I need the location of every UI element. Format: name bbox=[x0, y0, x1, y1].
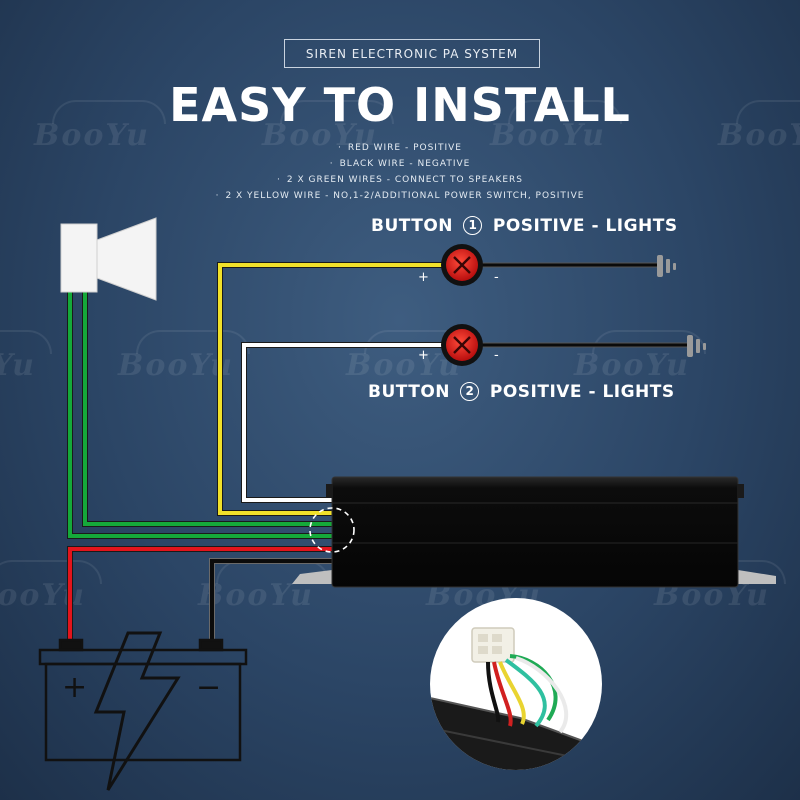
button1-label: BUTTON 1 POSITIVE - LIGHTS bbox=[371, 216, 678, 236]
connector-photo-drawing bbox=[430, 627, 602, 770]
button2-plus-label: + bbox=[418, 348, 429, 363]
ground-icon bbox=[657, 255, 676, 277]
yellow-wire bbox=[217, 262, 442, 516]
legend-item-yellow: 2 X YELLOW WIRE - NO,1-2/ADDITIONAL POWE… bbox=[0, 188, 800, 204]
button-light-icon bbox=[441, 244, 483, 286]
watermark: BooYu bbox=[574, 330, 706, 383]
connector-highlight bbox=[309, 507, 355, 553]
green-wire bbox=[67, 290, 332, 539]
battery-minus-label: − bbox=[196, 670, 222, 705]
wire-legend: RED WIRE - POSITIVE BLACK WIRE - NEGATIV… bbox=[0, 140, 800, 204]
button-light-icon bbox=[441, 324, 483, 366]
button2-label: BUTTON 2 POSITIVE - LIGHTS bbox=[368, 382, 675, 402]
button1-minus-label: - bbox=[494, 270, 499, 285]
lightning-icon bbox=[93, 631, 181, 791]
black-wire bbox=[209, 558, 332, 642]
connector-photo bbox=[430, 598, 602, 770]
button-number-badge: 1 bbox=[463, 216, 483, 235]
siren-control-box bbox=[292, 476, 776, 588]
green-wire bbox=[82, 290, 332, 527]
legend-item-black: BLACK WIRE - NEGATIVE bbox=[0, 156, 800, 172]
legend-item-red: RED WIRE - POSITIVE bbox=[0, 140, 800, 156]
speaker-icon bbox=[60, 217, 157, 301]
page-title: EASY TO INSTALL bbox=[169, 78, 631, 132]
watermark: BooYu bbox=[118, 330, 250, 383]
red-wire bbox=[67, 546, 332, 642]
button1-plus-label: + bbox=[418, 270, 429, 285]
ground-icon bbox=[687, 335, 706, 357]
product-tagline: SIREN ELECTRONIC PA SYSTEM bbox=[284, 39, 540, 68]
watermark: BooYu bbox=[346, 330, 478, 383]
watermark: BooYu bbox=[0, 330, 52, 383]
legend-item-green: 2 X GREEN WIRES - CONNECT TO SPEAKERS bbox=[0, 172, 800, 188]
white-wire bbox=[241, 342, 442, 503]
battery-plus-label: + bbox=[62, 670, 88, 705]
button2-minus-label: - bbox=[494, 348, 499, 363]
button-number-badge: 2 bbox=[460, 382, 480, 401]
battery-icon bbox=[38, 638, 248, 762]
